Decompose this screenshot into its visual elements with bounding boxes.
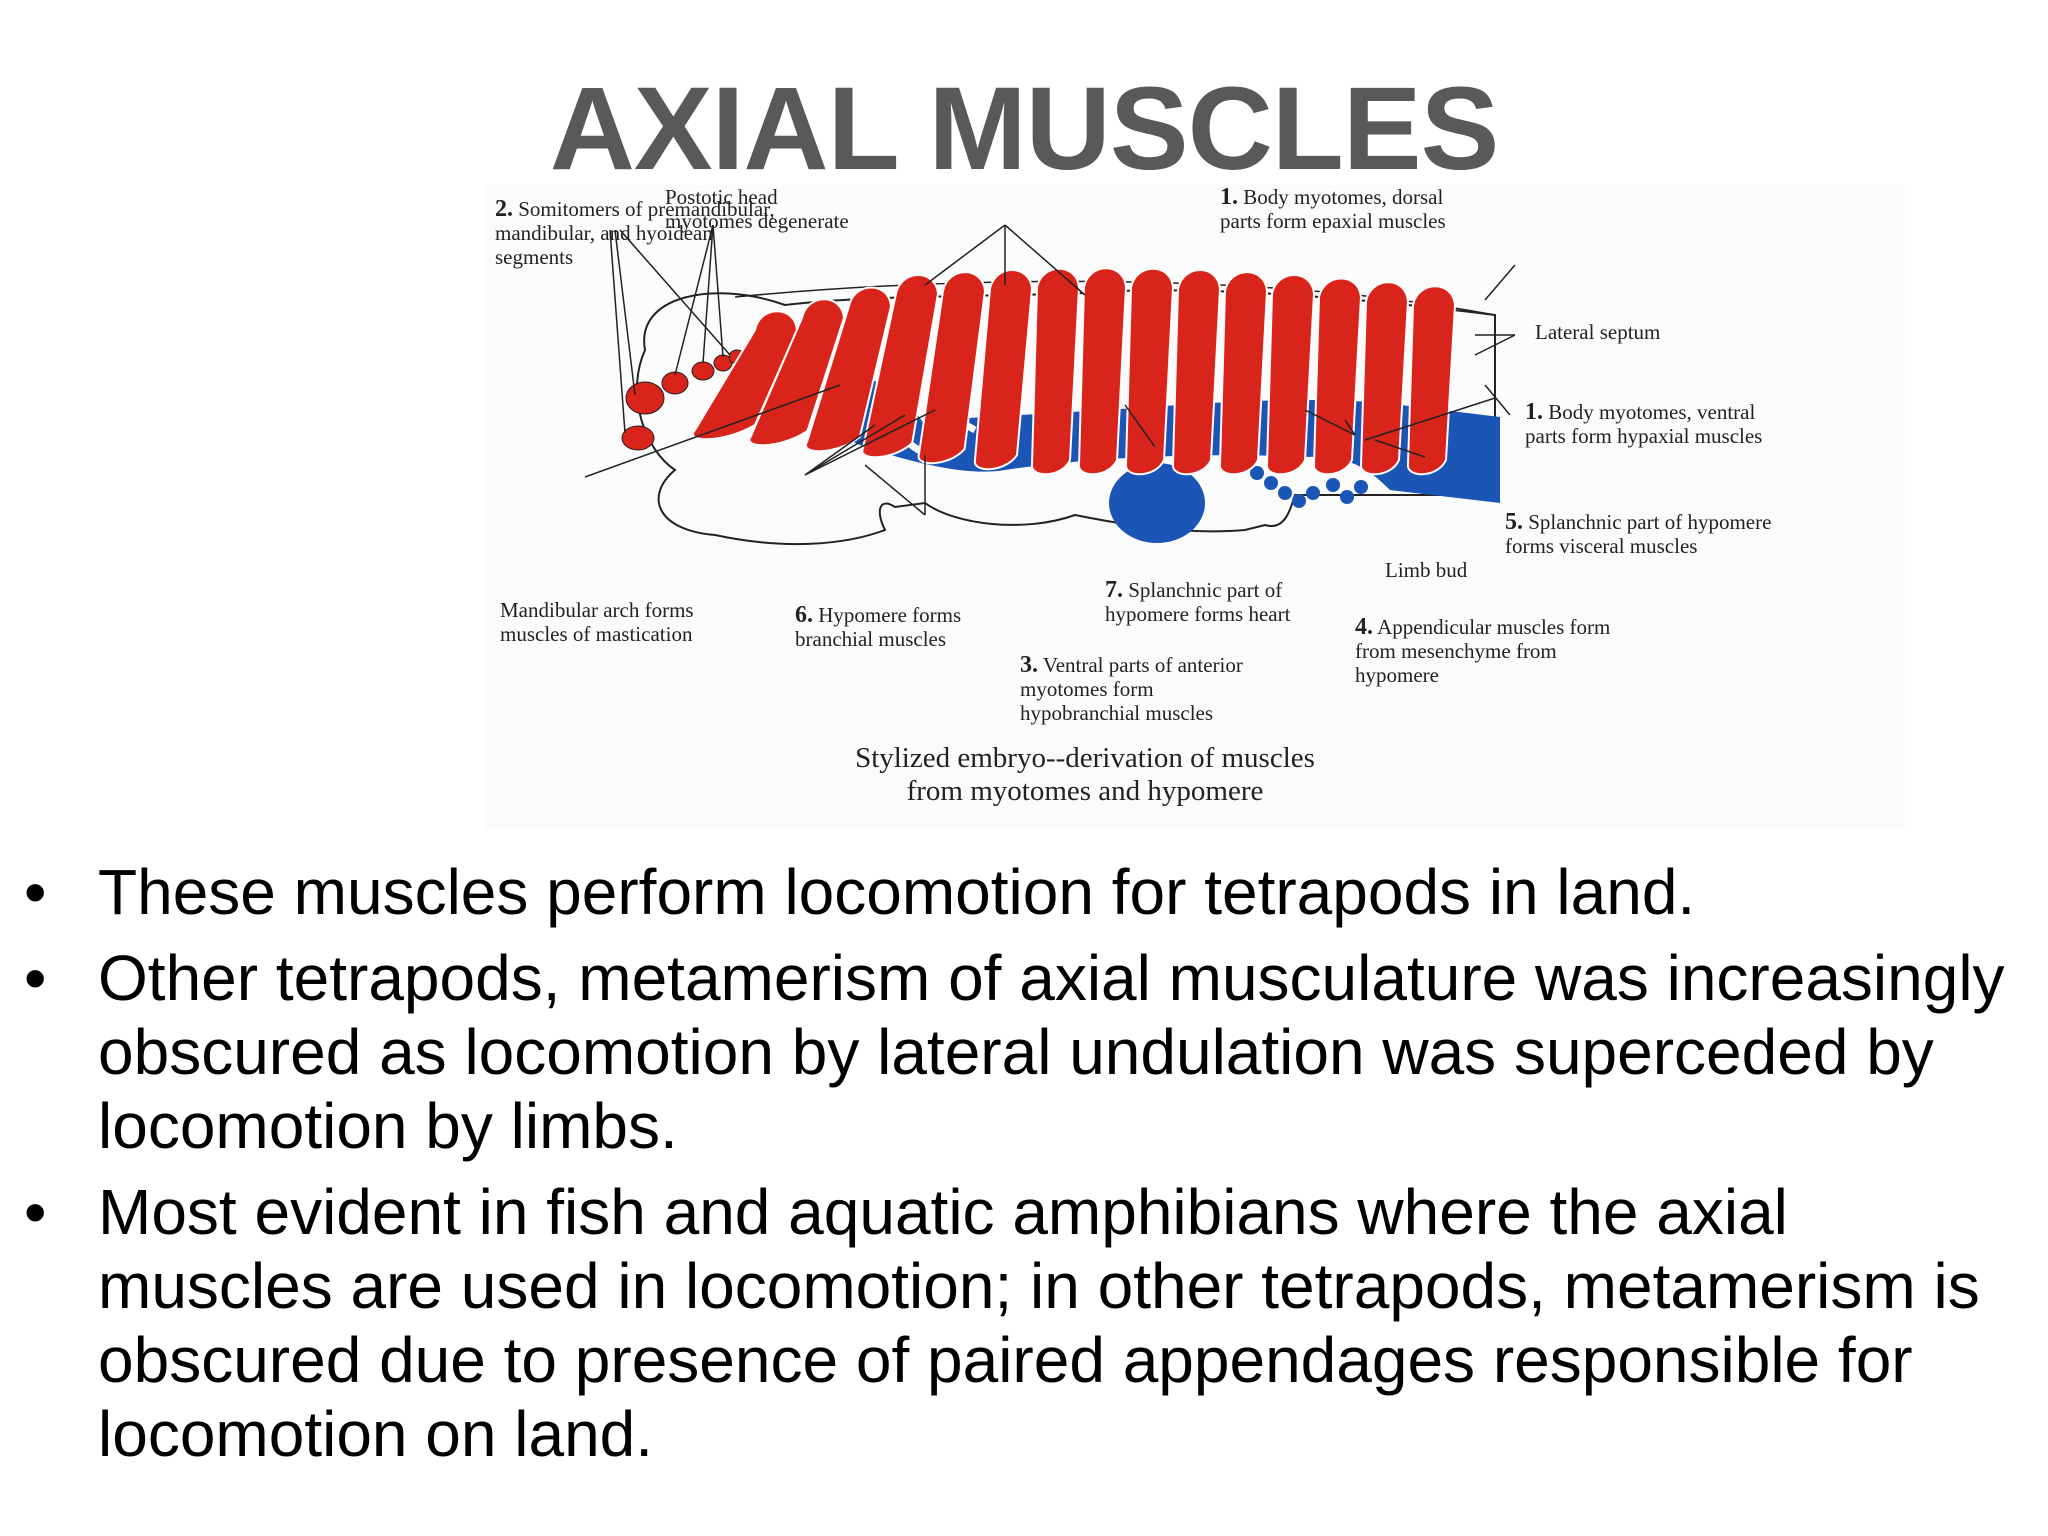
- bullet-text: Other tetrapods, metamerism of axial mus…: [98, 942, 2005, 1162]
- embryo-diagram: 2. Somitomers of premandibular, mandibul…: [485, 185, 1905, 830]
- myotome-segment: [861, 274, 940, 459]
- heart-primordium: [1109, 463, 1205, 543]
- slide-title: AXIAL MUSCLES: [549, 63, 1500, 195]
- label-splanchnic-visceral: 5. Splanchnic part of hypomere forms vis…: [1505, 509, 1772, 558]
- myotome-segment: [973, 269, 1034, 471]
- myotome-segment: [1077, 267, 1128, 476]
- bullet-text: Most evident in fish and aquatic amphibi…: [98, 1176, 1980, 1470]
- bullet-text: These muscles perform locomotion for tet…: [98, 856, 1696, 928]
- bullet-item: • Most evident in fish and aquatic amphib…: [20, 1175, 2030, 1471]
- label-ventral-anterior: 3. Ventral parts of anterior myotomes fo…: [1020, 652, 1243, 725]
- label-postotic: Postotic head myotomes degenerate: [665, 185, 849, 233]
- myotome-segment: [1265, 274, 1316, 476]
- myotome-segment: [804, 286, 893, 453]
- embryo-drawing: [584, 224, 1516, 546]
- label-lateral-septum: Lateral septum: [1535, 320, 1661, 344]
- bullet-item: • These muscles perform locomotion for te…: [20, 855, 2030, 929]
- myotome-segment: [1171, 269, 1222, 476]
- label-body-ventral: 1. Body myotomes, ventral parts form hyp…: [1525, 399, 1763, 448]
- label-body-dorsal: 1. Body myotomes, dorsal parts form epax…: [1220, 184, 1446, 233]
- bullet-marker: •: [24, 942, 47, 1014]
- appendicular-mesenchyme: [1250, 466, 1368, 508]
- label-hypomere-branchial: 6. Hypomere forms branchial muscles: [795, 602, 962, 651]
- bullet-marker: •: [24, 1176, 47, 1248]
- bullet-marker: •: [24, 856, 47, 928]
- leader-lines: [584, 224, 1516, 516]
- myotome-segment: [917, 271, 987, 465]
- myotome-segment: [1406, 285, 1457, 476]
- bullet-list: • These muscles perform locomotion for te…: [20, 855, 2030, 1483]
- somitomeres: [621, 349, 746, 451]
- label-splanchnic-heart: 7. Splanchnic part of hypomere forms hea…: [1105, 577, 1291, 626]
- label-mandibular: Mandibular arch forms muscles of mastica…: [500, 598, 694, 646]
- myotome-segment: [1359, 281, 1410, 476]
- label-limb-bud: Limb bud: [1385, 558, 1468, 582]
- bullet-item: • Other tetrapods, metamerism of axial mu…: [20, 941, 2030, 1163]
- myotome-segment: [1030, 267, 1081, 476]
- figure-caption: Stylized embryo--derivation of muscles f…: [855, 742, 1315, 807]
- label-appendicular: 4. Appendicular muscles form from mesenc…: [1355, 614, 1611, 687]
- myotome-segment: [1218, 271, 1269, 476]
- label-somitomeres: 2. Somitomers of premandibular, mandibul…: [495, 196, 775, 269]
